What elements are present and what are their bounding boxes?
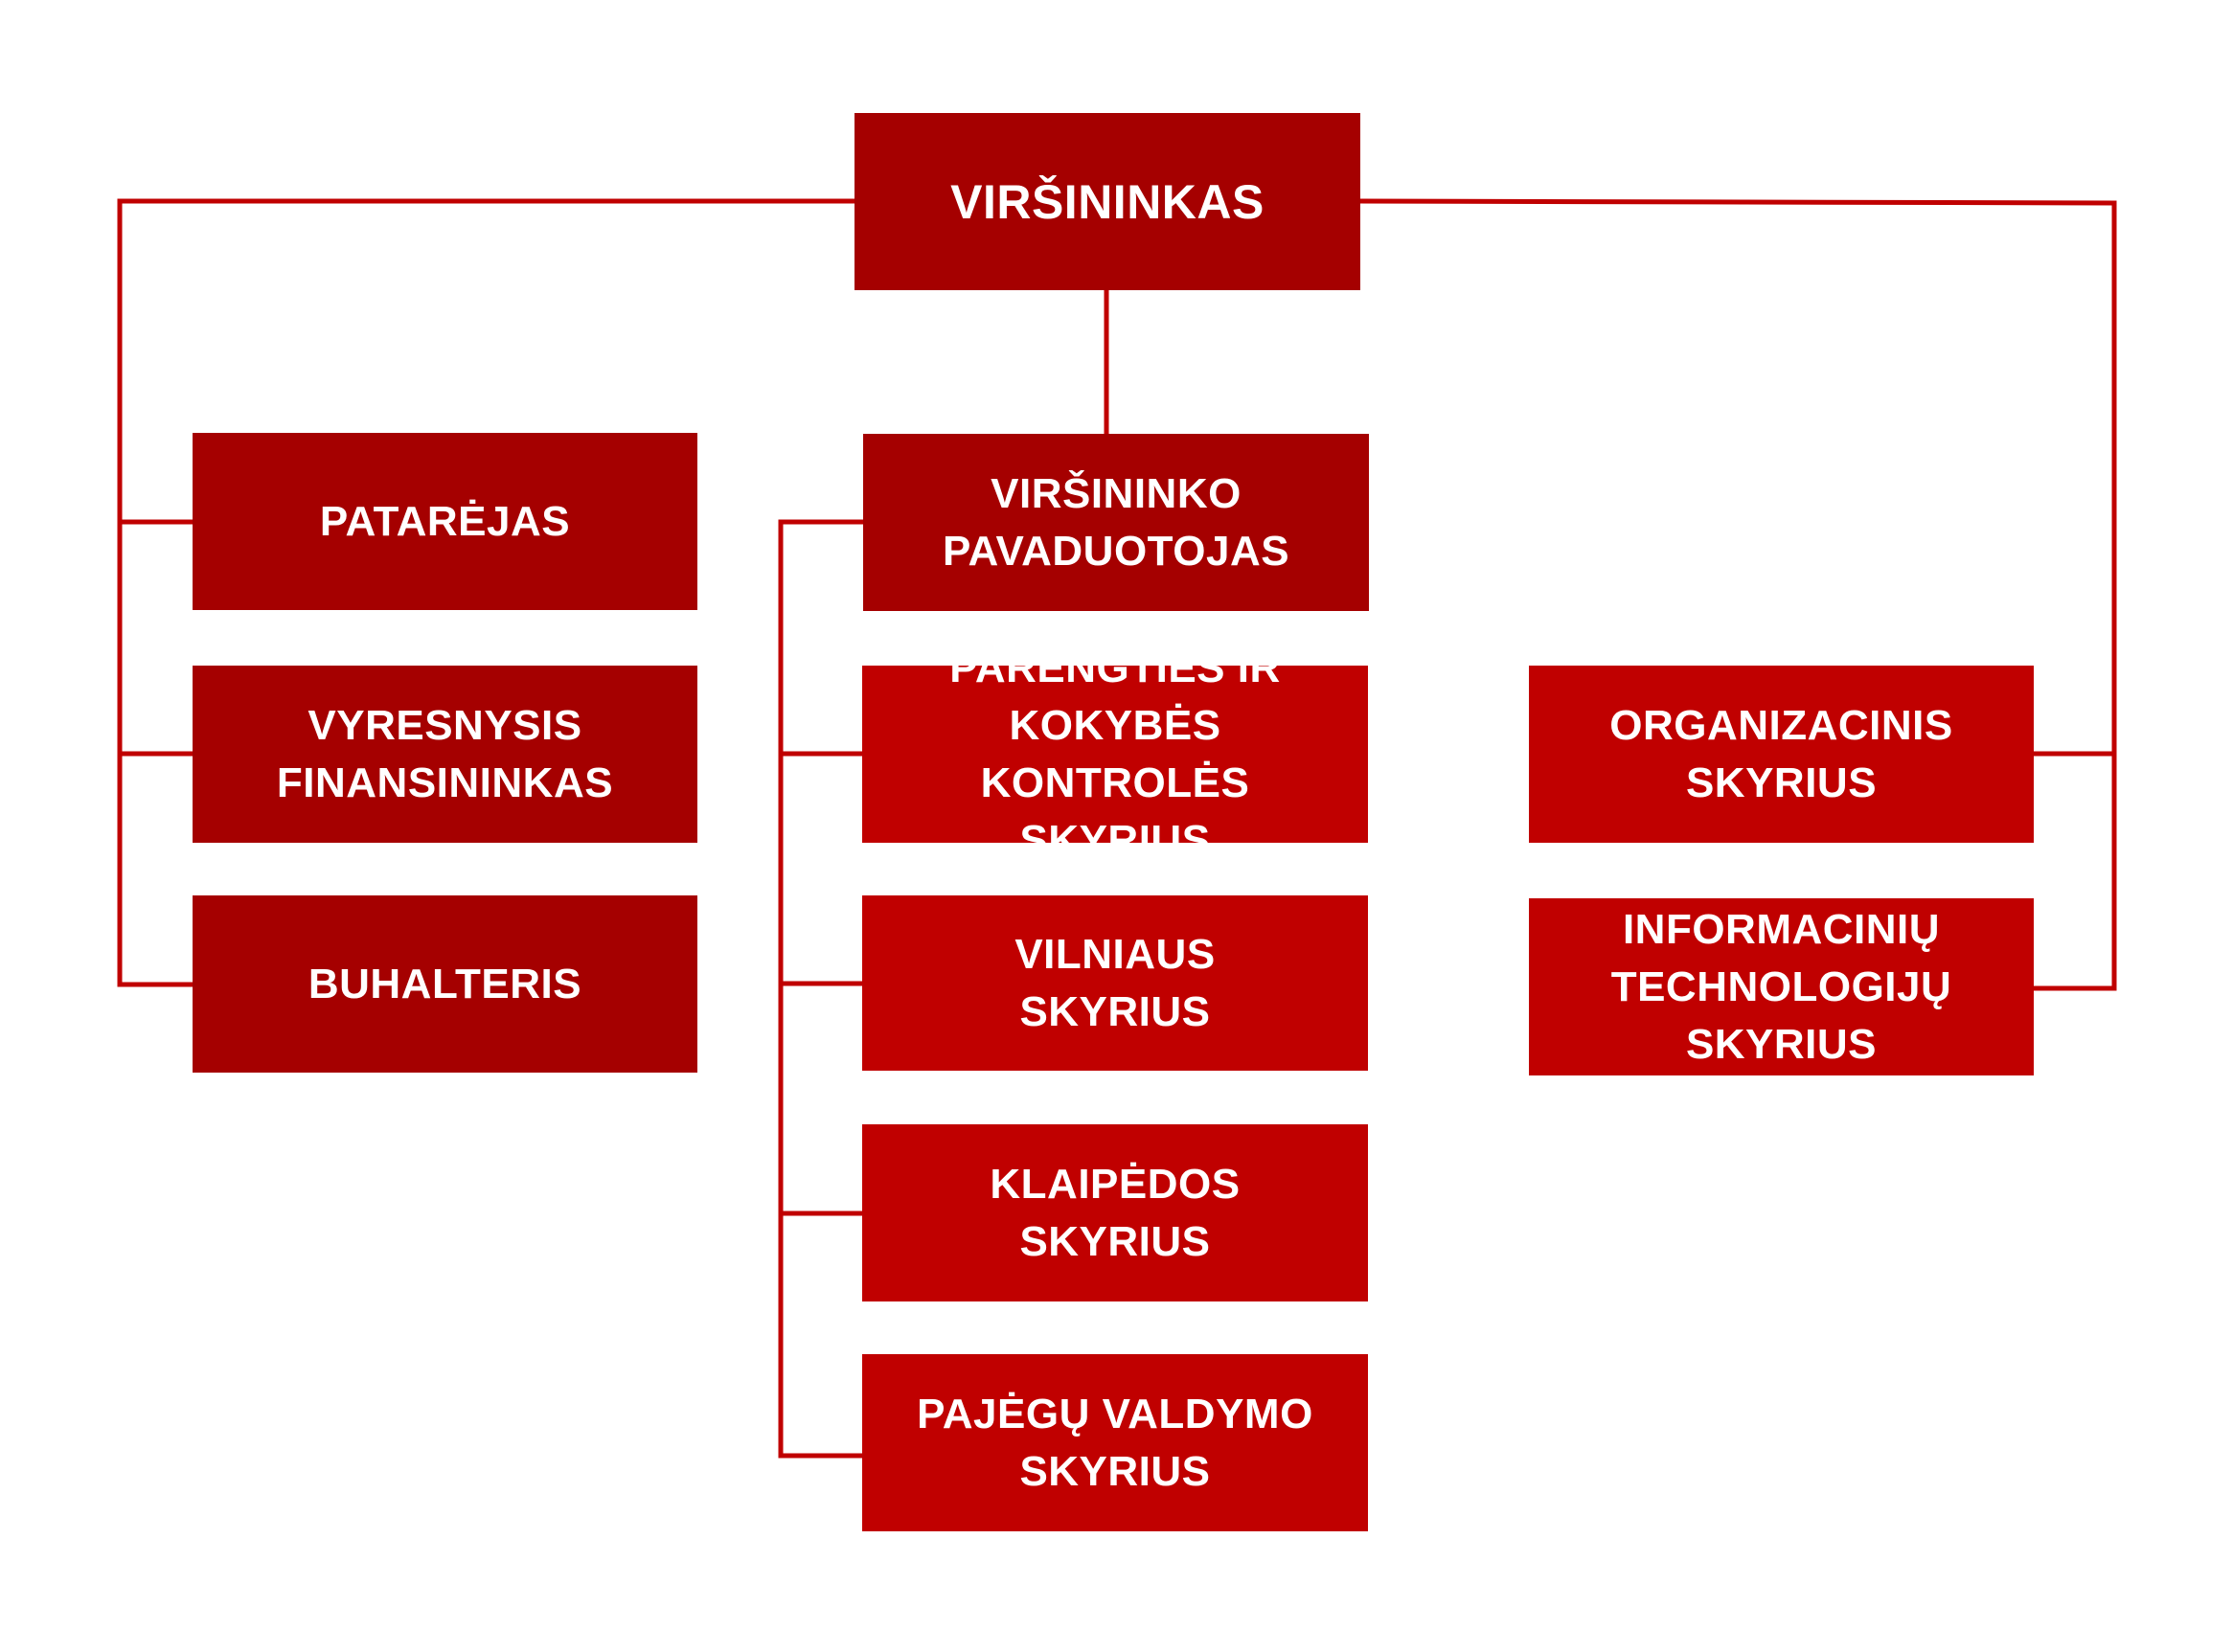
chief-box: VIRŠININKAS xyxy=(854,113,1360,290)
advisor-box: PATARĖJAS xyxy=(193,433,697,610)
readiness-quality-box: PARENGTIES IR KOKYBĖS KONTROLĖS SKYRIUS xyxy=(862,645,1368,864)
chief-label: VIRŠININKAS xyxy=(950,174,1265,229)
deputy-label: VIRŠININKO PAVADUOTOJAS xyxy=(942,469,1290,575)
klaipeda-label: KLAIPĖDOS SKYRIUS xyxy=(990,1160,1241,1265)
readiness-quality-label: PARENGTIES IR KOKYBĖS KONTROLĖS SKYRIUS xyxy=(949,644,1281,864)
organizational-box: ORGANIZACINIS SKYRIUS xyxy=(1529,666,2034,843)
senior-financier-box: VYRESNYSIS FINANSININKAS xyxy=(193,666,697,843)
advisor-label: PATARĖJAS xyxy=(319,497,571,545)
capability-management-box: PAJĖGŲ VALDYMO SKYRIUS xyxy=(862,1354,1368,1531)
capability-management-label: PAJĖGŲ VALDYMO SKYRIUS xyxy=(917,1390,1313,1495)
it-box: INFORMACINIŲ TECHNOLOGIJŲ SKYRIUS xyxy=(1529,898,2034,1075)
senior-financier-label: VYRESNYSIS FINANSININKAS xyxy=(276,701,614,806)
vilnius-box: VILNIAUS SKYRIUS xyxy=(862,895,1368,1071)
accountant-label: BUHALTERIS xyxy=(308,960,582,1007)
it-label: INFORMACINIŲ TECHNOLOGIJŲ SKYRIUS xyxy=(1610,905,1952,1068)
organizational-label: ORGANIZACINIS SKYRIUS xyxy=(1609,701,1953,806)
klaipeda-box: KLAIPĖDOS SKYRIUS xyxy=(862,1124,1368,1301)
accountant-box: BUHALTERIS xyxy=(193,895,697,1073)
vilnius-label: VILNIAUS SKYRIUS xyxy=(1014,930,1216,1035)
deputy-box: VIRŠININKO PAVADUOTOJAS xyxy=(863,434,1369,611)
connector-chief-right xyxy=(1357,198,2117,206)
